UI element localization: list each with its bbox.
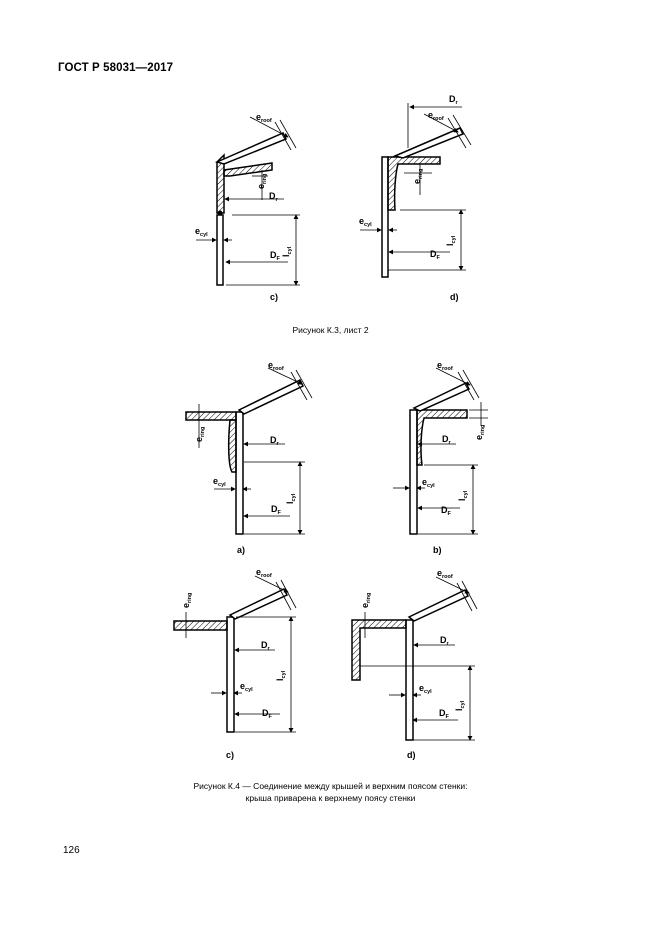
figure-k3-c: eroof ering Dr DF ecyl lcyl c) — [195, 112, 300, 302]
ring-bar — [387, 156, 441, 211]
svg-text:DF: DF — [262, 708, 273, 720]
svg-text:Dr: Dr — [269, 191, 279, 203]
figure-k3-d: Dr eroof ering DF ecyl lcyl d) — [359, 94, 472, 302]
roof-plate — [392, 127, 465, 159]
shell-plate — [216, 214, 224, 286]
svg-text:DF: DF — [270, 250, 281, 262]
svg-text:Dr: Dr — [440, 635, 450, 647]
roof-plate — [237, 378, 305, 415]
svg-text:eroof: eroof — [437, 360, 453, 372]
ring-bar — [416, 409, 468, 466]
subfigure-label: c) — [270, 292, 278, 302]
svg-text:lcyl: lcyl — [275, 670, 287, 681]
svg-text:lcyl: lcyl — [457, 490, 469, 501]
svg-text:eroof: eroof — [256, 112, 272, 124]
svg-text:ering: ering — [360, 593, 372, 608]
ring-vertical — [216, 153, 225, 214]
ring-horizontal — [173, 620, 228, 631]
svg-text:eroof: eroof — [437, 568, 453, 580]
svg-text:ering: ering — [194, 427, 206, 442]
ring-horizontal — [185, 411, 237, 421]
svg-text:ering: ering — [412, 169, 424, 184]
page-number: 126 — [63, 845, 80, 856]
svg-text:ecyl: ecyl — [422, 477, 435, 489]
figure-k4-caption-line2: крыша приварена к верхнему поясу стенки — [245, 793, 416, 803]
shell-plate — [381, 156, 389, 278]
svg-text:DF: DF — [271, 504, 282, 516]
svg-text:ecyl: ecyl — [240, 681, 253, 693]
svg-text:ering: ering — [474, 425, 486, 440]
subfigure-label: b) — [433, 545, 442, 555]
document-header: ГОСТ Р 58031—2017 — [58, 62, 174, 74]
shell-plate — [409, 409, 418, 535]
figure-k4-caption-line1: Рисунок К.4 — Соединение между крышей и … — [193, 781, 468, 791]
svg-text:Dr: Dr — [449, 94, 459, 106]
shell-plate — [226, 616, 235, 733]
figure-k3-caption: Рисунок К.3, лист 2 — [292, 325, 369, 335]
figure-k4-c: eroof ering Dr DF ecyl lcyl c) — [173, 567, 297, 760]
svg-text:Dr: Dr — [261, 640, 271, 652]
subfigure-label: d) — [407, 750, 416, 760]
ring-vertical — [227, 419, 237, 473]
svg-text:ecyl: ecyl — [213, 476, 226, 488]
svg-text:Dr: Dr — [442, 434, 452, 446]
svg-text:eroof: eroof — [428, 110, 444, 122]
subfigure-label: c) — [226, 750, 234, 760]
svg-text:DF: DF — [430, 249, 441, 261]
roof-plate — [412, 382, 471, 412]
shell-plate — [405, 619, 414, 741]
svg-text:ecyl: ecyl — [359, 216, 372, 228]
figure-k4-a: eroof ering Dr DF ecyl lcyl a) — [185, 360, 313, 555]
svg-text:lcyl: lcyl — [281, 246, 293, 257]
svg-text:ering: ering — [256, 174, 268, 189]
svg-text:Dr: Dr — [270, 435, 280, 447]
svg-text:eroof: eroof — [268, 360, 284, 372]
figure-k4-d: eroof ering Dr DF ecyl lcyl d) — [351, 568, 478, 760]
roof-plate — [407, 589, 470, 622]
weld-dot — [217, 210, 223, 216]
ring-horizontal — [223, 162, 273, 177]
svg-text:DF: DF — [439, 708, 450, 720]
subfigure-label: a) — [237, 545, 245, 555]
svg-text:ering: ering — [181, 593, 193, 608]
svg-text:lcyl: lcyl — [285, 493, 297, 504]
shell-plate — [235, 411, 244, 535]
roof-plate — [228, 588, 289, 620]
ring-angle — [351, 619, 407, 681]
svg-text:ecyl: ecyl — [195, 226, 208, 238]
svg-text:lcyl: lcyl — [445, 235, 457, 246]
svg-text:eroof: eroof — [256, 567, 272, 579]
figure-k4-b: eroof ering Dr DF ecyl lcyl b) — [393, 360, 488, 555]
svg-text:DF: DF — [441, 505, 452, 517]
subfigure-label: d) — [450, 292, 459, 302]
svg-text:lcyl: lcyl — [454, 700, 466, 711]
svg-text:ecyl: ecyl — [419, 683, 432, 695]
roof-plate — [214, 132, 288, 165]
figure-k4-caption: Рисунок К.4 — Соединение между крышей и … — [0, 780, 661, 804]
